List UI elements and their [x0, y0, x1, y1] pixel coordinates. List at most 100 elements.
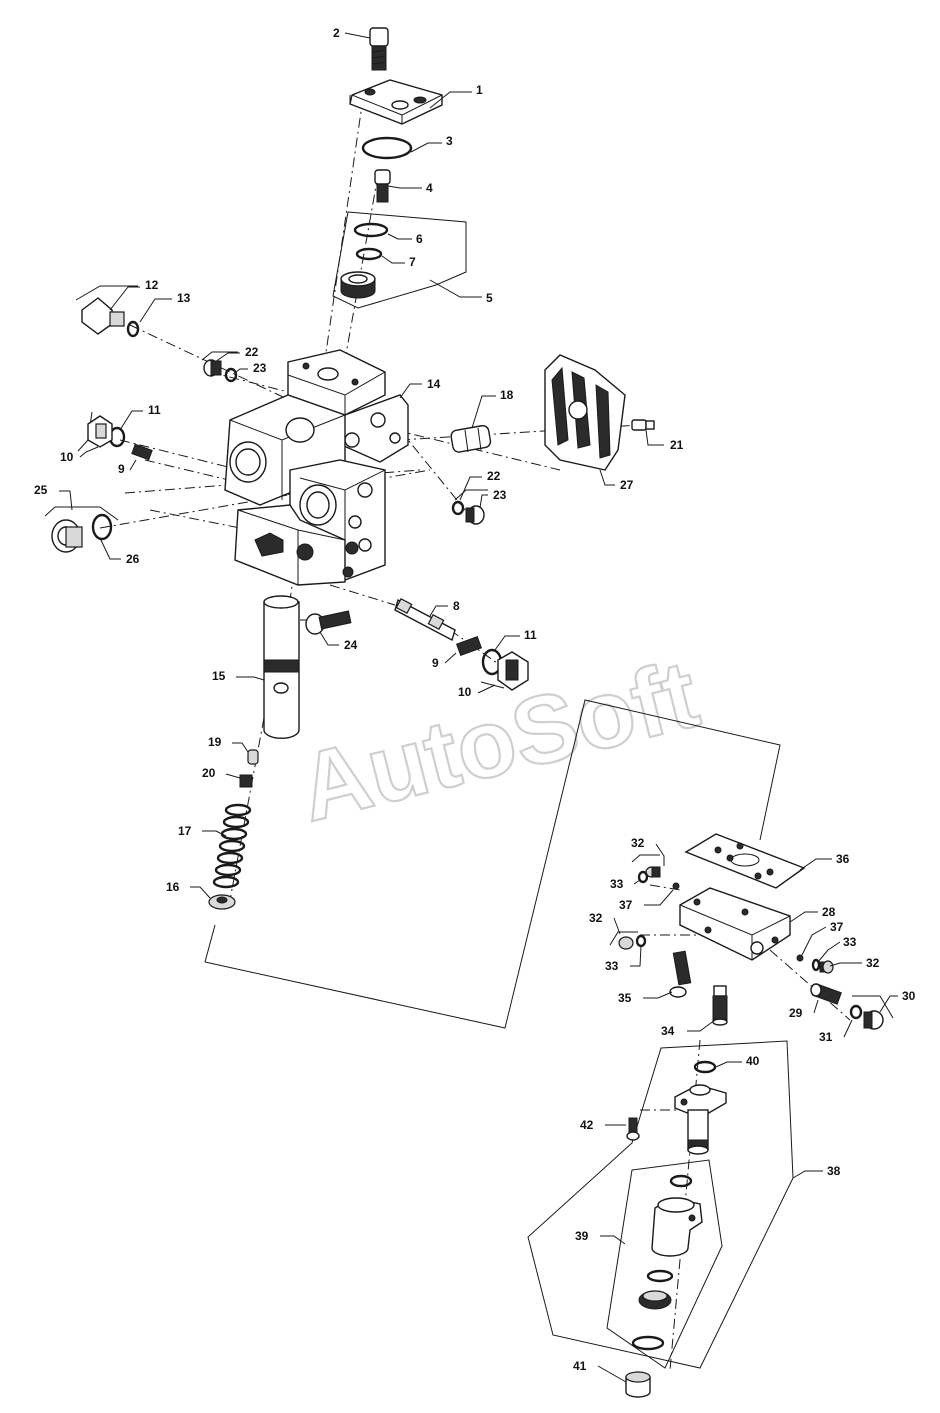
- callout-c2: 2: [333, 26, 340, 40]
- part-33-ring-left: [635, 934, 647, 948]
- callout-c7: 7: [409, 255, 416, 269]
- callout-c23a: 23: [253, 361, 267, 375]
- callout-c4: 4: [426, 181, 433, 195]
- part-38-kit-outline: [527, 1040, 794, 1369]
- callout-c6: 6: [416, 232, 423, 246]
- detail-link-outline: [204, 699, 781, 1029]
- callout-c10a: 10: [60, 450, 74, 464]
- callout-c39: 39: [575, 1229, 589, 1243]
- leader-lines: [59, 32, 898, 1383]
- callout-c16: 16: [166, 880, 180, 894]
- part-18-piston: [450, 424, 492, 453]
- callout-c27: 27: [620, 478, 634, 492]
- part-8-spool-rod: [394, 597, 456, 642]
- callout-c32c: 32: [866, 956, 880, 970]
- part-21-bolt: [631, 419, 655, 431]
- part-19-pin: [247, 749, 259, 765]
- callout-c37b: 37: [830, 920, 844, 934]
- part-10-plug-right: [480, 651, 529, 691]
- callout-c11a: 11: [148, 403, 161, 417]
- part-39-nut: [638, 1290, 672, 1310]
- part-39-ring-bottom: [631, 1335, 665, 1351]
- part-22-plug-lower: [454, 489, 488, 525]
- part-37-plug-right: [796, 954, 804, 962]
- part-37-plug-upper: [672, 882, 680, 890]
- part-31-ring: [849, 1004, 863, 1020]
- part-20-insert: [239, 774, 253, 788]
- part-32-bracket-right: [819, 960, 834, 974]
- callout-c32a: 32: [631, 836, 645, 850]
- part-10-plug-left: [77, 411, 113, 452]
- part-12-plug: [75, 285, 138, 335]
- callout-c38: 38: [827, 1164, 841, 1178]
- part-4-screw: [374, 169, 391, 203]
- callout-c22a: 22: [245, 345, 259, 359]
- callout-c9b: 9: [432, 656, 439, 670]
- part-14-valve-body: [224, 349, 409, 586]
- part-15-sleeve: [263, 595, 300, 739]
- callout-c21: 21: [670, 438, 684, 452]
- part-39-ring-mid: [646, 1269, 674, 1283]
- part-5-seal: [340, 271, 376, 299]
- part-24-bolt: [305, 610, 352, 635]
- callout-c14: 14: [427, 377, 441, 391]
- callout-c35: 35: [618, 991, 632, 1005]
- part-39-kit-outline: [606, 1159, 723, 1369]
- callout-c28: 28: [822, 905, 836, 919]
- callout-c40: 40: [746, 1054, 760, 1068]
- part-39-ring-top: [669, 1174, 693, 1188]
- part-9-spring-left: [131, 443, 153, 461]
- callout-c25: 25: [34, 483, 48, 497]
- part-28-sub-block: [679, 887, 791, 961]
- callout-c36: 36: [836, 852, 850, 866]
- callout-c20: 20: [202, 766, 216, 780]
- part-23-seal-upper: [224, 367, 238, 383]
- part-7-ring: [355, 247, 383, 261]
- callout-c23b: 23: [493, 488, 507, 502]
- callout-c34: 34: [661, 1024, 675, 1038]
- part-6-ring: [353, 222, 389, 238]
- part-32-bracket-upper: [631, 854, 661, 878]
- part-33-ring-upper: [637, 870, 649, 884]
- callout-c33a: 33: [610, 877, 624, 891]
- callout-c15: 15: [212, 669, 226, 683]
- part-27-end-cover: [544, 354, 626, 471]
- callout-c11b: 11: [524, 628, 537, 642]
- callout-c33b: 33: [843, 935, 857, 949]
- callout-c10b: 10: [458, 685, 472, 699]
- part-36-gasket: [684, 833, 806, 889]
- part-29-fitting: [810, 983, 842, 1005]
- callout-c37a: 37: [619, 898, 633, 912]
- part-42-screw: [626, 1117, 640, 1141]
- part-13-o-ring: [126, 320, 140, 338]
- part-2-cap-screw: [369, 27, 389, 71]
- callout-c29: 29: [789, 1006, 803, 1020]
- part-3-o-ring: [361, 136, 413, 160]
- part-1-cover-plate: [349, 79, 443, 125]
- callout-c33c: 33: [605, 959, 619, 973]
- callout-c8: 8: [453, 599, 460, 613]
- callout-c19: 19: [208, 735, 222, 749]
- callout-c13: 13: [177, 291, 191, 305]
- callout-c3: 3: [446, 134, 453, 148]
- callout-c30: 30: [902, 989, 916, 1003]
- part-5-kit-outline: [332, 211, 467, 309]
- callout-c26: 26: [126, 552, 140, 566]
- part-9-spring-right: [455, 635, 483, 657]
- callout-c22b: 22: [487, 469, 501, 483]
- part-25-plug: [44, 506, 119, 553]
- callout-c41: 41: [573, 1359, 587, 1373]
- part-22-plug-upper: [201, 351, 238, 377]
- part-30-plug: [852, 995, 894, 1030]
- part-33-ring-right: [811, 958, 821, 972]
- callout-c5: 5: [486, 291, 493, 305]
- part-23-seal-lower: [451, 500, 465, 516]
- callout-c1: 1: [476, 83, 483, 97]
- part-35-screw: [669, 950, 692, 998]
- part-32-bracket-left: [609, 931, 638, 950]
- callout-c32b: 32: [589, 911, 603, 925]
- callout-c42: 42: [580, 1118, 594, 1132]
- part-34-cartridge: [712, 985, 728, 1026]
